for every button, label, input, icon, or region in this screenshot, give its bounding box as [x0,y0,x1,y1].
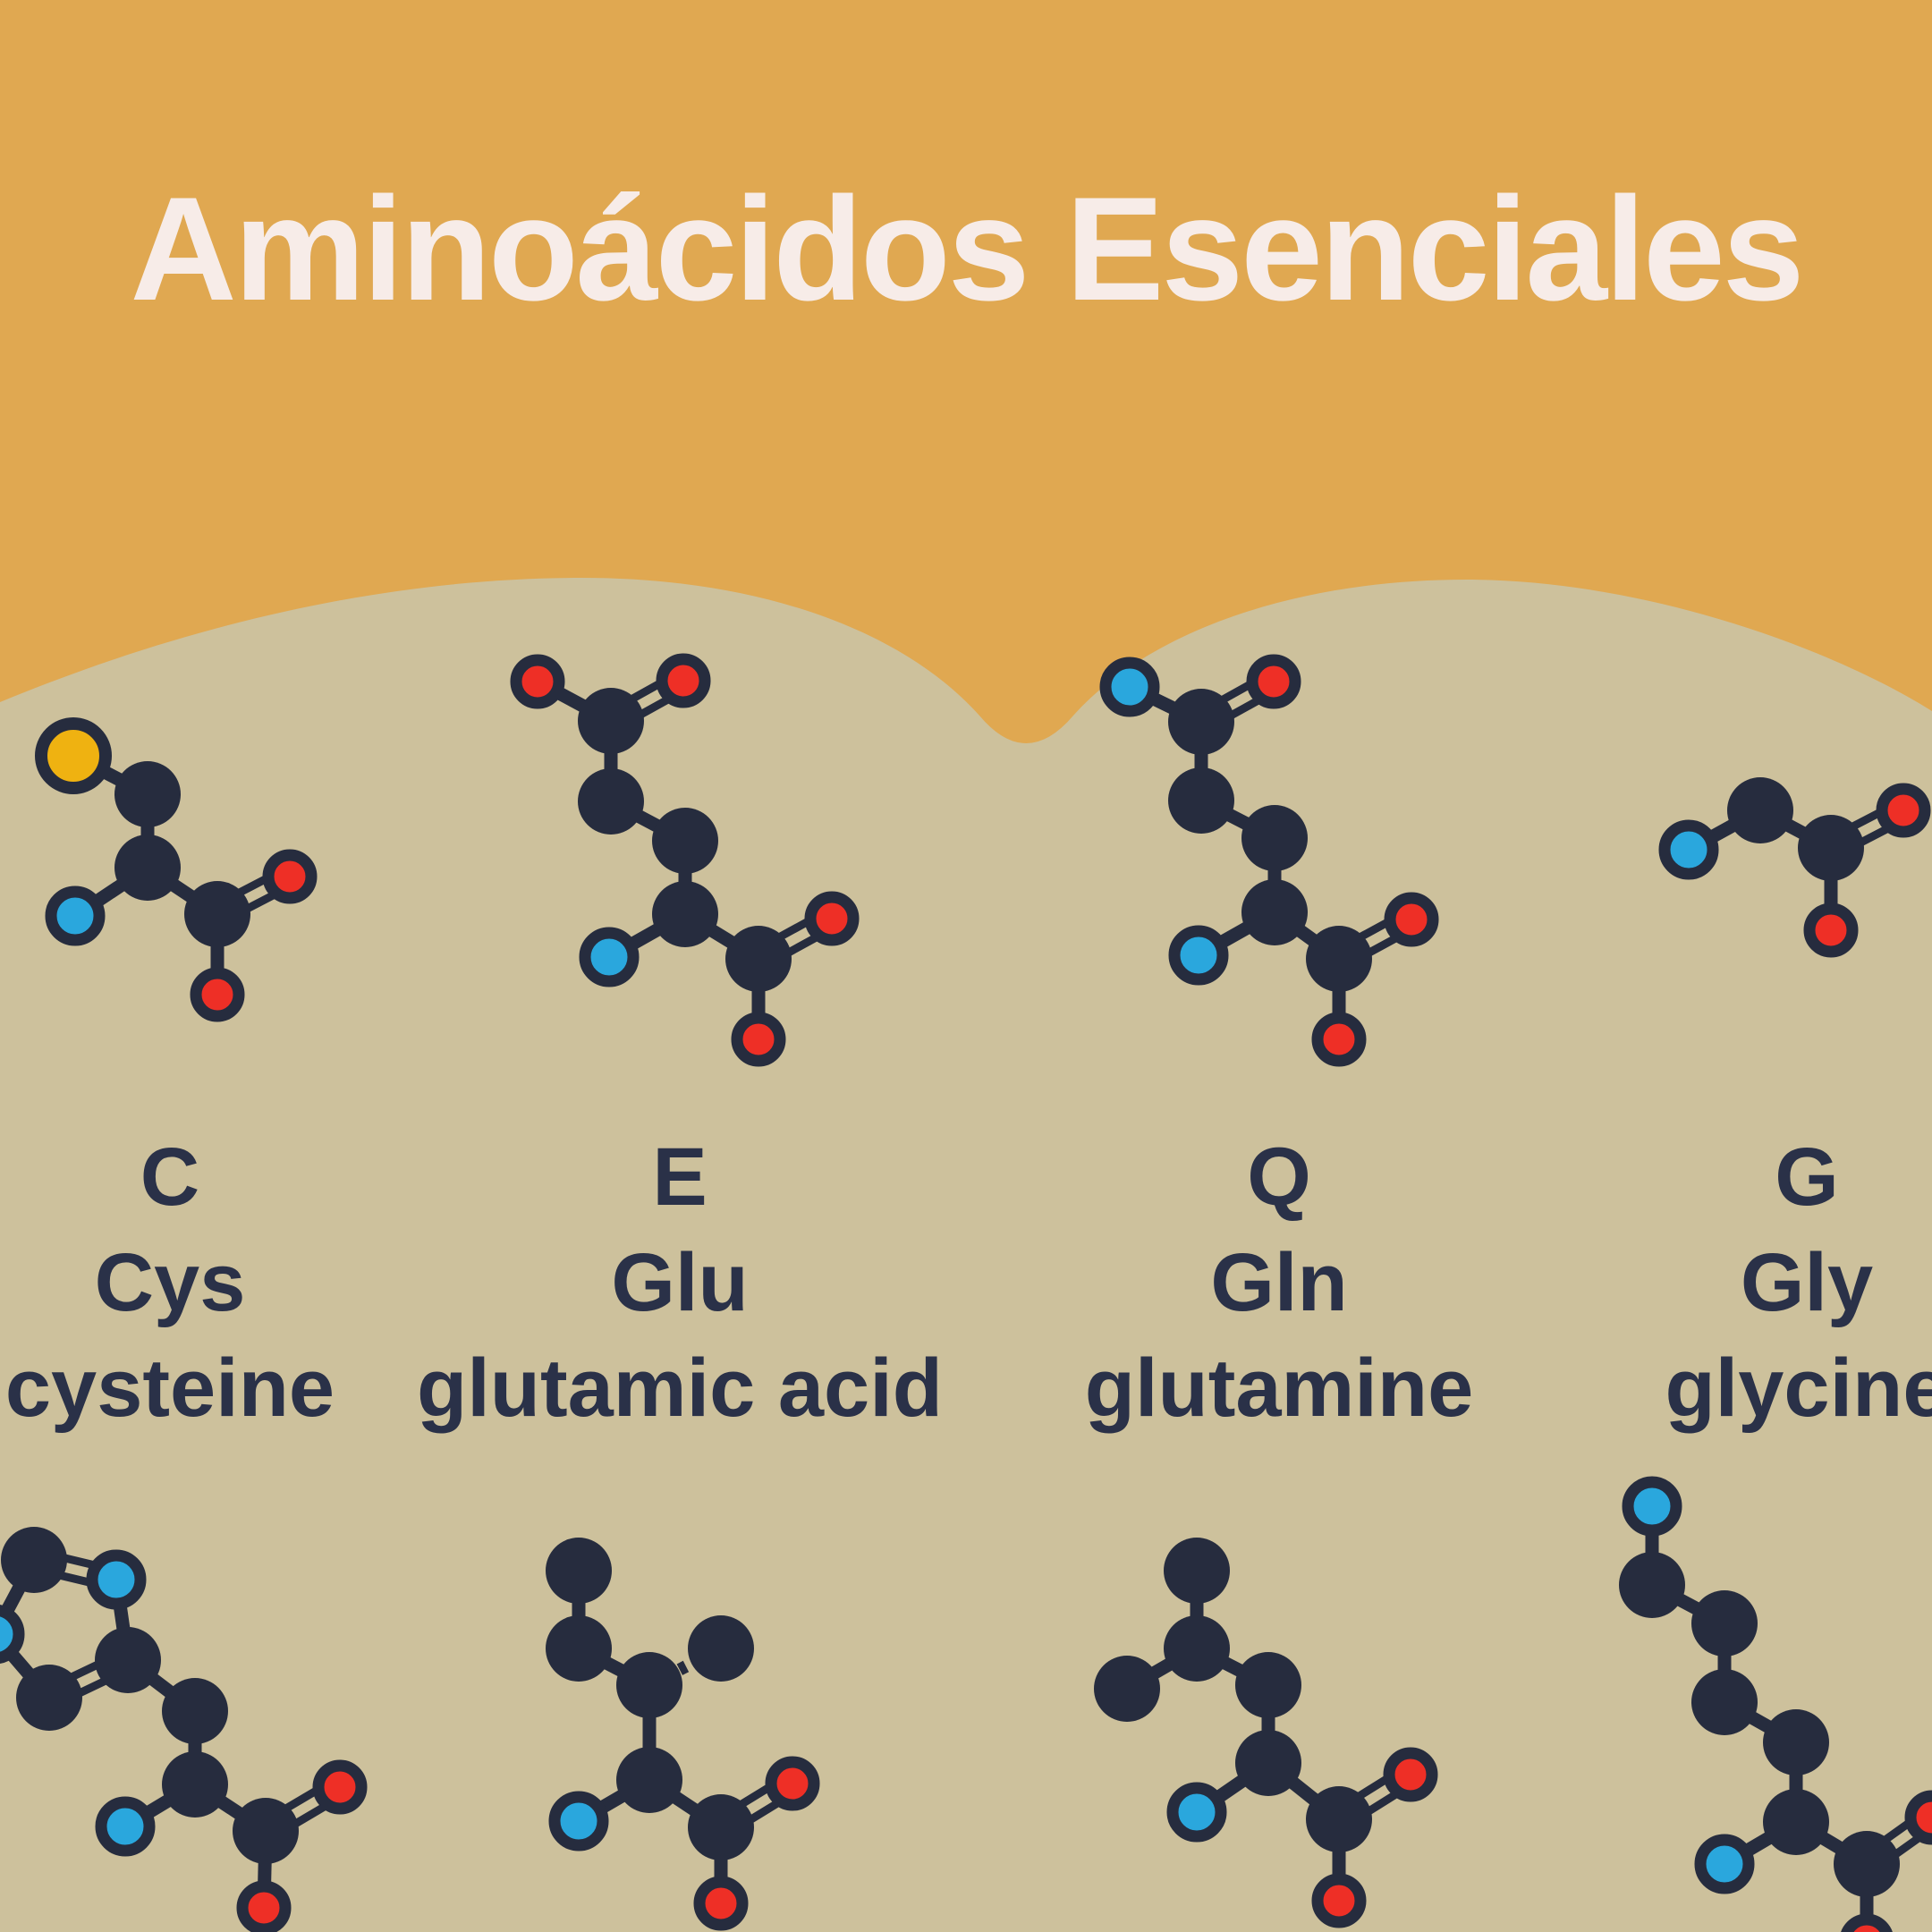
c-atom [114,761,181,827]
c-atom [1727,777,1793,843]
o-atom [312,1759,368,1815]
c-atom [1798,815,1864,881]
o-atom [1383,1747,1438,1802]
amino-abbr: Glu [611,1236,749,1328]
amino-name: glycine [1665,1342,1932,1434]
amino-letter: E [652,1131,708,1223]
label-column-glycine: G Gly glycine [1538,1125,1932,1441]
n-atom [1694,1834,1755,1894]
c-atom [688,1794,754,1860]
o-atom [1876,783,1931,838]
amino-name: cysteine [4,1342,335,1434]
molecule-leucine [1094,1538,1438,1928]
molecule-glycine [1658,777,1931,958]
c-atom [1241,805,1308,871]
c-atom [162,1678,228,1744]
molecule-cysteine [35,717,318,1022]
molecule-lysine [1619,1476,1932,1932]
c-atom [1235,1652,1301,1718]
label-column-glutamic-acid: E Glu glutamic acid [411,1125,948,1441]
o-atom [190,967,245,1022]
c-atom [578,768,644,835]
s-atom [35,717,112,794]
n-atom [1099,657,1160,717]
o-atom [262,849,318,904]
c-atom [1306,926,1372,992]
molecule-glutamine [1099,654,1439,1067]
c-atom [725,926,792,992]
background-wave [0,578,1932,1932]
c-atom [95,1627,161,1693]
o-atom [693,1876,749,1931]
o-atom [1311,1873,1367,1928]
amino-abbr: Cys [94,1236,246,1328]
o-atom [1904,1790,1932,1845]
c-atom [1168,689,1234,755]
c-atom [652,808,718,874]
o-atom [804,891,860,946]
o-atom [765,1756,820,1811]
c-atom [114,835,181,901]
o-atom [236,1880,292,1932]
amino-letter: Q [1247,1131,1311,1223]
label-column-glutamine: Q Gln glutamine [1011,1125,1547,1441]
o-atom [731,1012,786,1067]
c-atom [578,688,644,754]
amino-name: glutamic acid [417,1342,943,1434]
n-atom [1658,819,1719,880]
bond [646,1642,724,1691]
c-atom [688,1615,754,1682]
c-atom [1691,1669,1758,1735]
c-atom [162,1751,228,1818]
n-atom [548,1791,609,1852]
o-atom [510,654,565,709]
amino-abbr: Gly [1740,1236,1874,1328]
amino-letter: C [140,1131,200,1223]
c-atom [652,881,718,947]
o-atom [656,653,711,708]
molecule-histidine [0,1527,368,1932]
c-atom [1164,1538,1230,1604]
amino-abbr: Gln [1210,1236,1348,1328]
c-atom [1,1527,67,1593]
c-atom [233,1798,299,1864]
n-atom [86,1549,147,1610]
n-atom [1168,925,1229,986]
n-atom [1622,1476,1682,1537]
o-atom [1311,1012,1367,1067]
n-atom [579,927,640,987]
n-atom [0,1605,25,1664]
c-atom [616,1747,682,1813]
o-atom [1246,654,1301,709]
c-atom [1834,1831,1900,1897]
c-atom [546,1615,612,1682]
c-atom [546,1538,612,1604]
c-atom [1094,1656,1160,1722]
page-title: Aminoácidos Esenciales [130,166,1805,331]
c-atom [184,881,250,947]
molecule-isoleucine [546,1538,820,1931]
c-atom [1164,1615,1230,1682]
c-atom [1763,1709,1829,1775]
n-atom [1166,1782,1227,1843]
amino-name: glutamine [1084,1342,1474,1434]
o-atom [1384,892,1439,947]
n-atom [45,886,106,946]
amino-letter: G [1775,1131,1839,1223]
c-atom [1168,767,1234,834]
c-atom [616,1652,682,1718]
c-atom [16,1665,82,1731]
c-atom [1691,1590,1758,1657]
c-atom [1763,1789,1829,1855]
label-column-cysteine: C Cys cysteine [0,1125,438,1441]
c-atom [1235,1730,1301,1796]
c-atom [1306,1786,1372,1852]
molecule-glutamic-acid [510,653,860,1067]
c-atom [1619,1552,1685,1618]
c-atom [1241,879,1308,945]
o-atom [1803,902,1859,958]
n-atom [95,1796,156,1857]
o-atom [1841,1913,1893,1932]
